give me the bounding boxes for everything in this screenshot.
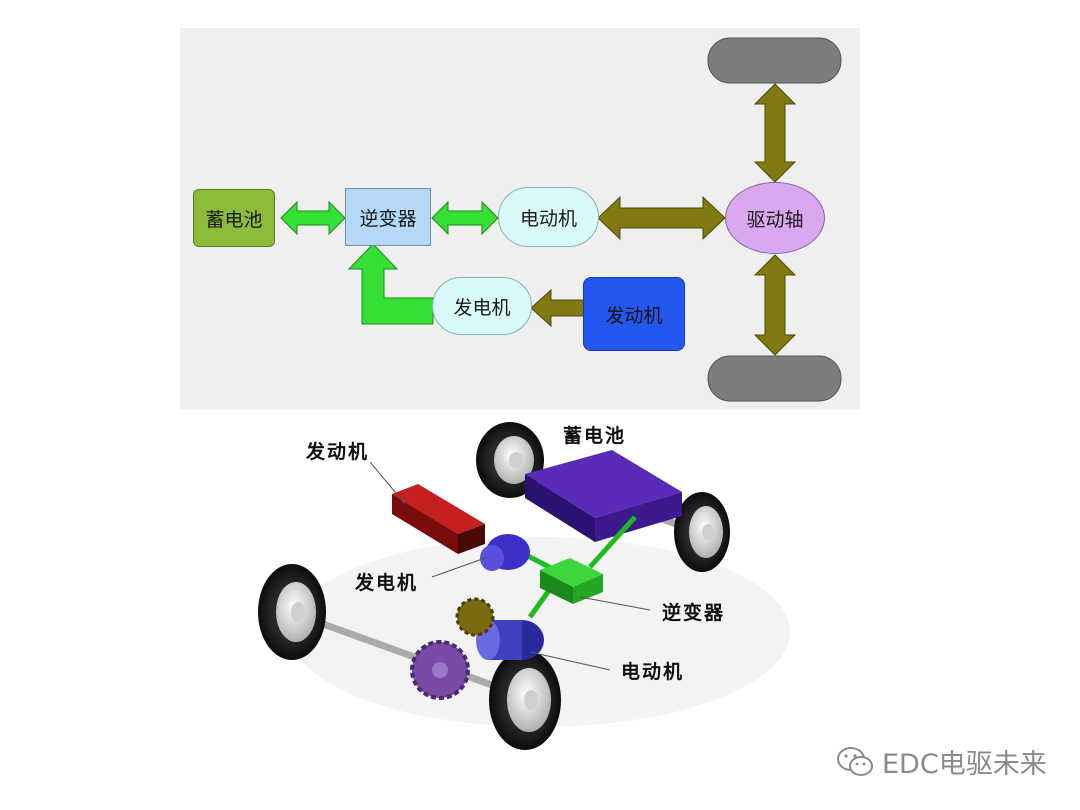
rear-right-wheel (674, 492, 730, 572)
engine-block (392, 484, 485, 554)
leader-lines (369, 461, 651, 671)
axle-bottom-wheel-arrow (753, 254, 797, 356)
battery-inverter-arrow (280, 200, 346, 236)
front-axle (288, 608, 527, 701)
gear-set (410, 597, 495, 700)
inverter-motor-arrow (431, 200, 499, 236)
watermark-text: EDC电驱未来 (882, 749, 1047, 780)
front-left-wheel (258, 564, 326, 660)
inverter-node-label: 逆变器 (359, 207, 417, 230)
motor-node: 电动机 (498, 187, 599, 247)
powertrain-illustration (258, 422, 790, 750)
battery-node-label: 蓄电池 (205, 208, 263, 231)
front-right-wheel (489, 650, 561, 750)
label-motor: 电动机 (621, 661, 685, 683)
motor-cylinder (476, 620, 544, 660)
generator-inverter-arrow (347, 243, 434, 325)
label-engine: 发动机 (306, 441, 370, 463)
label-inverter: 逆变器 (662, 602, 726, 624)
generator-node-label: 发电机 (453, 296, 511, 319)
axle-top-wheel-arrow (753, 83, 797, 183)
inverter-node: 逆变器 (345, 188, 431, 246)
engine-generator-arrow (530, 288, 585, 328)
bottom-wheel (707, 355, 842, 402)
axle-node-label: 驱动轴 (746, 208, 804, 231)
watermark: EDC电驱未来 (836, 742, 1047, 781)
battery-pack (525, 450, 682, 542)
label-generator: 发电机 (355, 572, 419, 594)
generator-cylinder (480, 534, 530, 571)
battery-node: 蓄电池 (193, 189, 275, 247)
motor-node-label: 电动机 (519, 207, 577, 230)
top-wheel (707, 37, 842, 84)
motor-axle-arrow (597, 195, 726, 241)
inverter-box (540, 558, 603, 604)
label-battery: 蓄电池 (563, 425, 627, 447)
wechat-icon (837, 746, 873, 776)
axle-node: 驱动轴 (725, 182, 825, 254)
engine-node-label: 发动机 (605, 304, 663, 327)
generator-node: 发电机 (432, 277, 532, 335)
engine-node: 发动机 (583, 277, 685, 351)
